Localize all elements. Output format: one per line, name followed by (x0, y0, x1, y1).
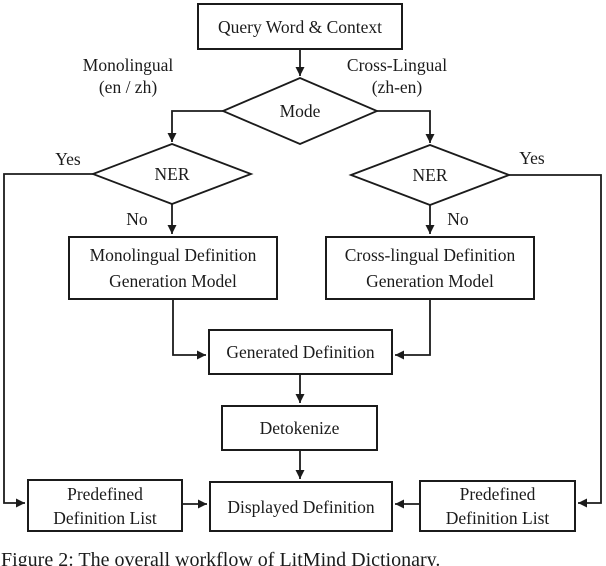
displayed-definition-box: Displayed Definition (209, 481, 393, 532)
displayed-definition-label: Displayed Definition (227, 496, 375, 517)
detokenize-box: Detokenize (221, 405, 378, 451)
query-word-context-box: Query Word & Context (197, 3, 403, 50)
mono-model-label-line1: Monolingual Definition (89, 245, 257, 265)
ner-left-diamond (93, 144, 251, 204)
query-word-context-label: Query Word & Context (217, 16, 382, 37)
predefined-right-label-line1: Predefined (459, 484, 536, 504)
cross-lingual-definition-generation-model-box: Cross-lingual Definition Generation Mode… (325, 236, 535, 300)
cross-model-label-line2: Generation Model (366, 271, 494, 291)
predefined-left-label-line2: Definition List (53, 507, 157, 528)
monolingual-branch-label: Monolingual (en / zh) (48, 54, 208, 98)
monolingual-definition-generation-model-box: Monolingual Definition Generation Model (68, 236, 278, 300)
no-label-left: No (126, 209, 148, 229)
predefined-definition-list-left-box: Predefined Definition List (27, 479, 183, 532)
detokenize-label: Detokenize (259, 418, 340, 438)
predefined-definition-list-right-box: Predefined Definition List (419, 480, 576, 532)
cross-model-label-line1: Cross-lingual Definition (344, 245, 516, 265)
mode-diamond (223, 78, 377, 144)
mode-diamond-label: Mode (279, 101, 321, 121)
ner-left-diamond-label: NER (154, 164, 190, 184)
edge-mode-to-ner-right (377, 111, 435, 143)
monolingual-branch-label-line2: (en / zh) (98, 77, 158, 97)
edge-mono-model-to-generated (173, 300, 206, 360)
edge-mode-to-ner-left (167, 111, 223, 142)
no-label-right: No (447, 209, 469, 229)
cross-lingual-branch-label-line2: (zh-en) (371, 77, 423, 97)
ner-right-diamond (351, 145, 509, 205)
cross-lingual-branch-label-line1: Cross-Lingual (346, 55, 448, 75)
figure-caption: Figure 2: The overall workflow of LitMin… (1, 549, 441, 566)
ner-right-diamond-label: NER (412, 165, 448, 185)
cross-lingual-branch-label: Cross-Lingual (zh-en) (317, 54, 477, 98)
edge-ner-right-yes-to-predefined-right (509, 175, 601, 508)
edge-cross-model-to-generated (395, 300, 430, 360)
yes-label-left: Yes (55, 149, 81, 169)
generated-definition-box: Generated Definition (208, 329, 393, 375)
predefined-right-label-line2: Definition List (445, 508, 550, 528)
yes-label-right: Yes (519, 148, 545, 168)
edge-ner-left-yes-to-predefined-left (4, 174, 93, 508)
monolingual-branch-label-line1: Monolingual (82, 55, 174, 75)
mono-model-label-line2: Generation Model (109, 271, 237, 291)
predefined-left-label-line1: Predefined (67, 483, 143, 504)
generated-definition-label: Generated Definition (226, 342, 375, 362)
